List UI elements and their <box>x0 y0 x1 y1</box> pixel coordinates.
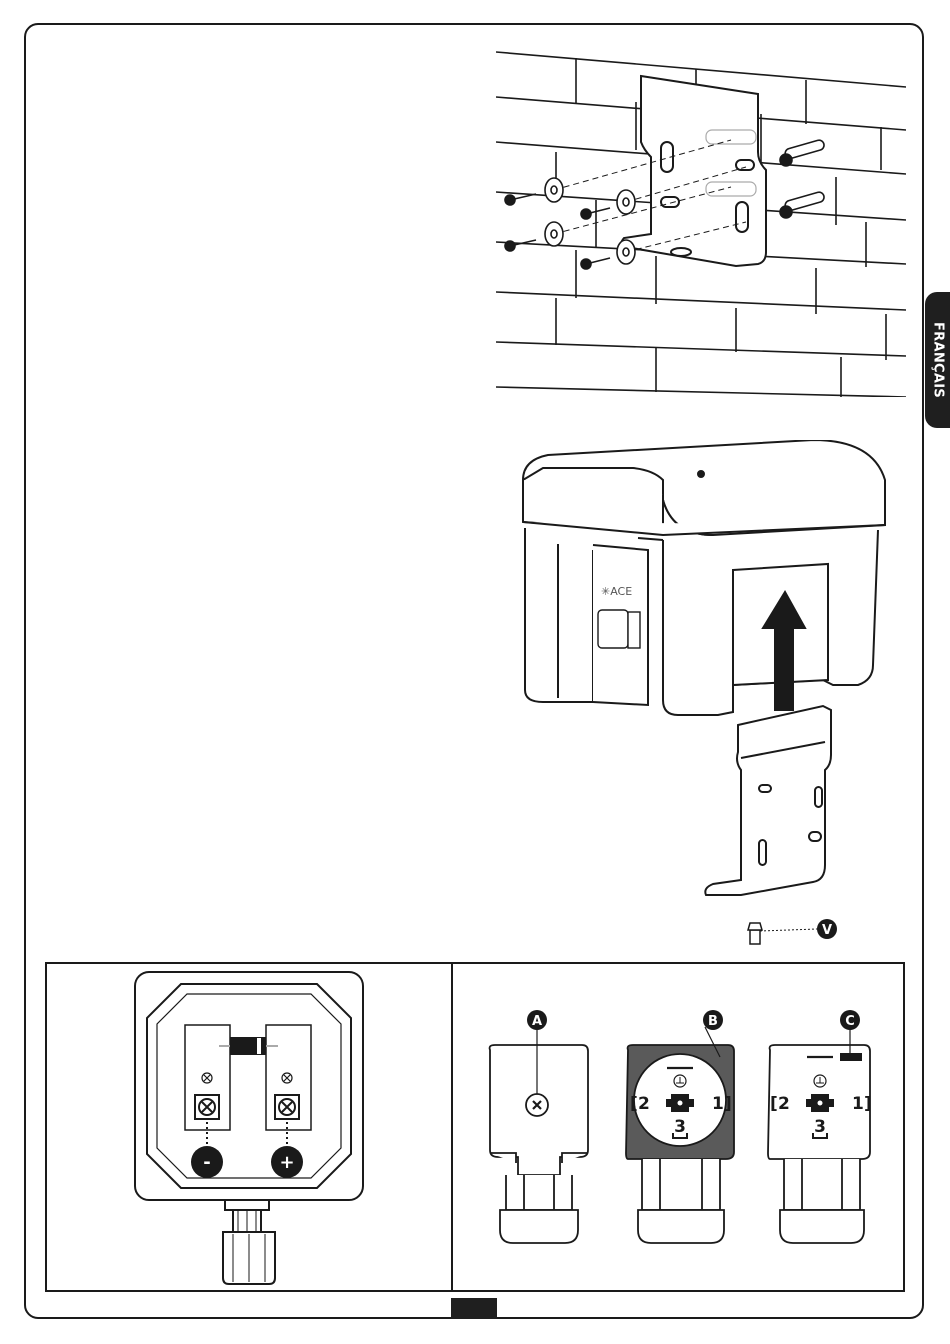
terminal-plus-label: + <box>279 1152 294 1173</box>
wall-mount-illustration <box>496 42 906 397</box>
svg-text:[: [ <box>770 1094 778 1114</box>
terminal-minus-label: - <box>203 1152 210 1173</box>
connector-b-pin-right: 1 <box>712 1094 724 1114</box>
connector-b-pin-left: 2 <box>638 1094 650 1114</box>
connector-a <box>490 1029 588 1243</box>
loose-bracket <box>705 706 831 895</box>
junction-box-diagram: - + <box>133 970 365 1288</box>
wall-bracket <box>621 76 766 266</box>
lower-figures-divider <box>451 962 453 1292</box>
callout-v: V <box>822 923 832 938</box>
washers <box>545 178 635 264</box>
callout-a: A <box>532 1014 542 1029</box>
connectors-diagram: 2 [ 1 ] 3 [ 2 1 ] 3 A B C <box>480 1005 880 1255</box>
svg-text:[: [ <box>630 1094 638 1114</box>
enclosure-illustration: ✳ACE <box>513 440 893 900</box>
svg-text:]: ] <box>864 1094 872 1114</box>
language-tab: FRANÇAIS <box>925 292 950 428</box>
connector-b-pin-bottom: 3 <box>674 1117 686 1137</box>
callout-b: B <box>708 1014 718 1029</box>
connector-c-pin-bottom: 3 <box>814 1117 826 1137</box>
language-tab-label: FRANÇAIS <box>930 322 945 398</box>
svg-text:]: ] <box>724 1094 732 1114</box>
svg-text:✳ACE: ✳ACE <box>601 585 632 598</box>
callout-c: C <box>845 1014 855 1029</box>
connector-c-pin-left: 2 <box>778 1094 790 1114</box>
page-number-tab <box>451 1298 497 1319</box>
screw-v-callout: V <box>745 915 845 950</box>
connector-c-pin-right: 1 <box>852 1094 864 1114</box>
